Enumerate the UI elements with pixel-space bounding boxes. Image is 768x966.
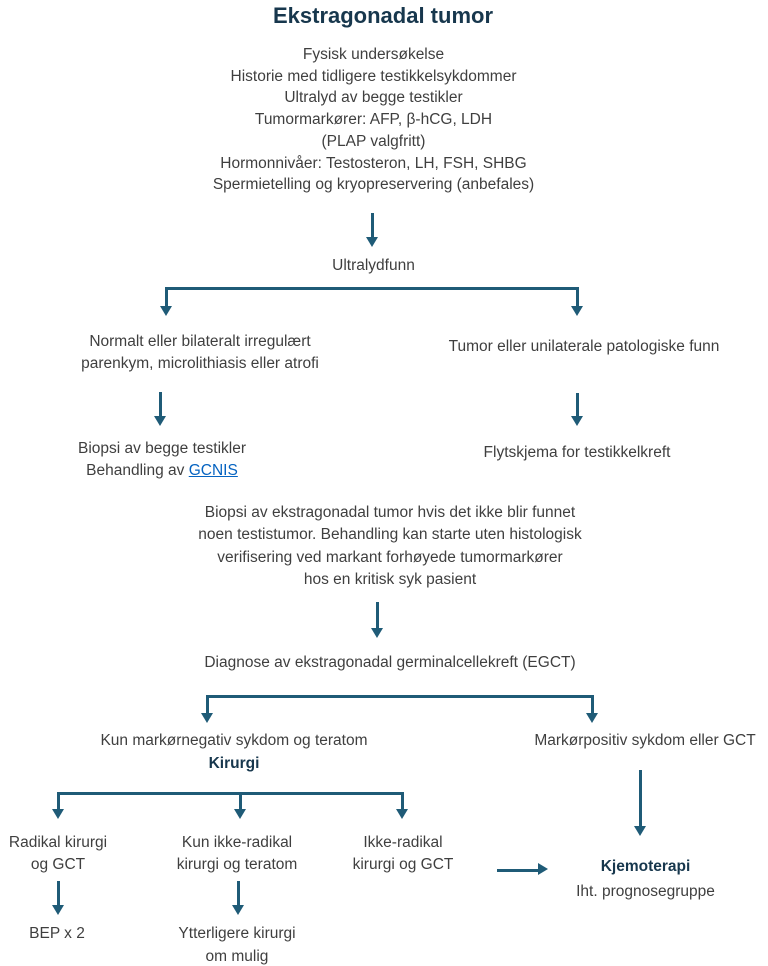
arrow-down-icon xyxy=(232,905,244,915)
label-line: kirurgi og teratom xyxy=(176,856,298,873)
biopsy-result-block: Biopsi av begge testikler Behandling av … xyxy=(12,438,312,482)
arrow-gct-to-chemo-line xyxy=(497,869,539,872)
chemotherapy-title: Kjemoterapi xyxy=(600,858,691,875)
gcnis-link[interactable]: GCNIS xyxy=(188,462,238,479)
branch3-drop-line xyxy=(239,792,242,811)
marker-negative-label: Kun markørnegativ sykdom og teratom xyxy=(100,732,368,749)
further-surgery-label: Ytterligere kirurgi om mulig xyxy=(137,923,337,966)
arrow-down-icon xyxy=(396,809,408,819)
workup-block: Fysisk undersøkelse Historie med tidlige… xyxy=(0,44,747,196)
biopsy-note-block: Biopsi av ekstragonadal tumor hvis det i… xyxy=(84,502,696,591)
branch1-horizontal-line xyxy=(165,287,579,290)
biopsy-note-line: verifisering ved markant forhøyede tumor… xyxy=(217,548,563,566)
arrow-down-icon xyxy=(571,416,583,426)
workup-line: Spermietelling og kryopreservering (anbe… xyxy=(212,176,535,194)
nonradical-teratoma-label: Kun ikke-radikal kirurgi og teratom xyxy=(137,832,337,876)
biopsy-result-line1: Biopsi av begge testikler xyxy=(77,440,246,457)
arrow-to-diagnosis-line xyxy=(376,602,379,630)
marker-positive-label: Markørpositiv sykdom eller GCT xyxy=(534,732,756,749)
biopsy-note-line: hos en kritisk syk pasient xyxy=(303,570,477,588)
arrow-down-icon xyxy=(366,237,378,247)
arrow-to-chemo-line xyxy=(639,770,642,828)
biopsy-result-line2: Behandling av GCNIS xyxy=(12,460,312,482)
branch2-right-drop-line xyxy=(591,695,594,715)
biopsy-note-line: Biopsi av ekstragonadal tumor hvis det i… xyxy=(204,504,576,521)
arrow-down-icon xyxy=(52,905,64,915)
branch1-right-drop-line xyxy=(576,287,579,308)
branch3-horizontal-line xyxy=(57,792,403,795)
branch1-left-drop-line xyxy=(165,287,168,308)
chemotherapy-block: Kjemoterapi Iht. prognosegruppe xyxy=(528,854,763,904)
surgery-heading: Kirurgi xyxy=(208,754,260,772)
testicular-cancer-flowchart-label: Flytskjema for testikkelkreft xyxy=(483,444,671,461)
label-line: om mulig xyxy=(205,947,269,965)
branch3-drop-line xyxy=(57,792,60,811)
arrow-down-icon xyxy=(234,809,246,819)
branch1-left-label-line: parenkym, microlithiasis eller atrofi xyxy=(81,355,319,372)
label-line: Ytterligere kirurgi xyxy=(178,925,296,942)
branch2-horizontal-line xyxy=(206,695,594,698)
workup-line: Tumormarkører: AFP, β-hCG, LDH xyxy=(254,111,493,129)
arrow-down-icon xyxy=(571,306,583,316)
radical-surgery-label: Radikal kirurgi og GCT xyxy=(0,832,116,876)
bep-result-label: BEP x 2 xyxy=(29,925,85,942)
arrow-right-icon xyxy=(538,863,548,875)
nonradical-gct-label: Ikke-radikal kirurgi og GCT xyxy=(303,832,503,876)
arrow-down-icon xyxy=(154,416,166,426)
arrow-down-icon xyxy=(634,826,646,836)
arrow-down-icon xyxy=(586,713,598,723)
arrow-to-bep-line xyxy=(57,881,60,907)
arrow-to-biopsy-line xyxy=(159,392,162,418)
workup-line: Fysisk undersøkelse xyxy=(302,46,445,63)
branch1-left-label: Normalt eller bilateralt irregulært pare… xyxy=(35,331,365,375)
branch2-left-drop-line xyxy=(206,695,209,715)
branch1-left-label-line: Normalt eller bilateralt irregulært xyxy=(89,333,311,350)
label-line: kirurgi og GCT xyxy=(352,856,454,873)
workup-line: Hormonnivåer: Testosteron, LH, FSH, SHBG xyxy=(220,154,527,172)
gcnis-prefix-text: Behandling av xyxy=(86,462,189,479)
marker-negative-block: Kun markørnegativ sykdom og teratom Kiru… xyxy=(34,730,434,775)
workup-line: (PLAP valgfritt) xyxy=(321,132,426,150)
arrow-down-icon xyxy=(371,628,383,638)
branch3-drop-line xyxy=(401,792,404,811)
arrow-down-icon xyxy=(160,306,172,316)
ultrasound-findings-label: Ultralydfunn xyxy=(332,257,415,274)
label-line: og GCT xyxy=(30,856,86,873)
page-title: Ekstragonadal tumor xyxy=(272,3,494,28)
arrow-to-further-surgery-line xyxy=(237,881,240,907)
workup-line: Historie med tidligere testikkelsykdomme… xyxy=(230,67,517,85)
arrow-down-icon xyxy=(52,809,64,819)
label-line: Radikal kirurgi xyxy=(8,834,108,851)
chemotherapy-subtitle: Iht. prognosegruppe xyxy=(576,883,715,900)
branch1-right-label: Tumor eller unilaterale patologiske funn xyxy=(448,338,720,355)
arrow-workup-to-ultrasound-line xyxy=(371,213,374,239)
workup-line: Ultralyd av begge testikler xyxy=(284,89,463,107)
arrow-down-icon xyxy=(201,713,213,723)
diagnosis-label: Diagnose av ekstragonadal germinalcellek… xyxy=(204,654,576,671)
label-line: Ikke-radikal xyxy=(363,834,443,851)
biopsy-note-line: noen testistumor. Behandling kan starte … xyxy=(198,526,582,544)
label-line: Kun ikke-radikal xyxy=(181,834,293,851)
arrow-to-flowchart-line xyxy=(576,393,579,418)
